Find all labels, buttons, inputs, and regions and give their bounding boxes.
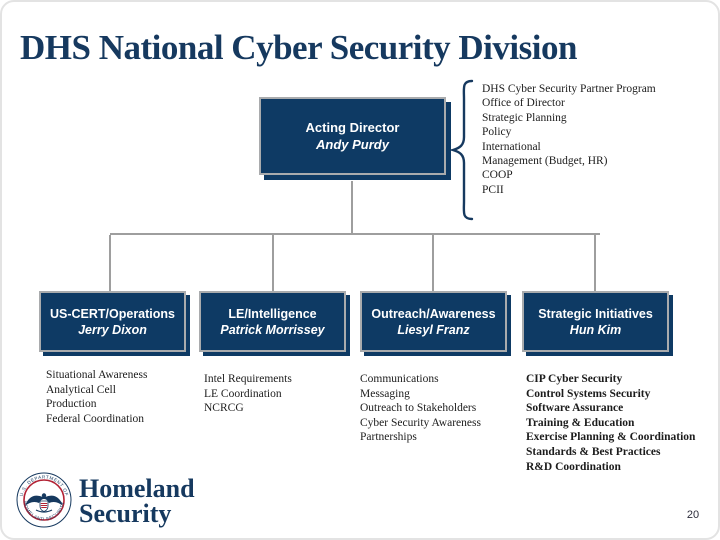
list-item: Outreach to Stakeholders <box>360 402 477 415</box>
connector-drop <box>272 235 274 291</box>
homeland-security-wordmark: Homeland Security <box>79 474 195 528</box>
connector-drop <box>109 235 111 291</box>
list-item: LE Coordination <box>204 387 282 400</box>
org-box-uscert-operations: US-CERT/Operations Jerry Dixon <box>39 291 186 352</box>
list-item: Partnerships <box>360 431 417 444</box>
list-item: International <box>482 140 541 153</box>
org-box-person: Andy Purdy <box>316 137 389 152</box>
org-box-outreach-awareness: Outreach/Awareness Liesyl Franz <box>360 291 507 352</box>
list-item: Strategic Planning <box>482 111 567 124</box>
org-box-title: Acting Director <box>305 120 400 135</box>
list-item: Standards & Best Practices <box>526 445 661 458</box>
list-item: Policy <box>482 126 512 139</box>
list-item: CIP Cyber Security <box>526 373 623 385</box>
connector-drop <box>594 235 596 291</box>
list-item: Analytical Cell <box>46 383 116 396</box>
page-title: DHS National Cyber Security Division <box>20 28 577 67</box>
list-item: Federal Coordination <box>46 412 145 425</box>
list-item: R&D Coordination <box>526 460 621 473</box>
list-item: Situational Awareness <box>46 369 148 381</box>
org-box-person: Hun Kim <box>569 322 622 337</box>
list-item: Control Systems Security <box>526 387 651 400</box>
list-item: Cyber Security Awareness <box>360 416 481 429</box>
org-box-person: Liesyl Franz <box>397 322 470 337</box>
list-item: Communications <box>360 373 439 385</box>
list-item: Intel Requirements <box>204 373 292 385</box>
list-item: COOP <box>482 169 513 182</box>
list-item: Management (Budget, HR) <box>482 155 608 168</box>
list-item: NCRCG <box>204 402 244 415</box>
list-item: DHS Cyber Security Partner Program <box>482 83 656 95</box>
list-item: Messaging <box>360 387 410 400</box>
org-box-acting-director: Acting Director Andy Purdy <box>259 97 446 175</box>
page-number: 20 <box>686 509 700 521</box>
curly-brace <box>448 79 474 221</box>
list-item: Office of Director <box>482 97 565 110</box>
list-item: Exercise Planning & Coordination <box>526 431 696 444</box>
connector-drop <box>432 235 434 291</box>
org-box-person: Jerry Dixon <box>78 322 147 337</box>
list-item: Software Assurance <box>526 402 624 415</box>
wordmark-line1: Homeland <box>79 474 195 503</box>
org-box-title: Outreach/Awareness <box>371 306 496 321</box>
org-box-strategic-initiatives: Strategic Initiatives Hun Kim <box>522 291 669 352</box>
org-box-le-intelligence: LE/Intelligence Patrick Morrissey <box>199 291 346 352</box>
org-box-title: LE/Intelligence <box>228 306 317 321</box>
connector-rail <box>110 233 600 235</box>
dhs-seal-icon: U.S. DEPARTMENT OF HOMELAND SECURITY <box>16 472 72 528</box>
org-box-title: Strategic Initiatives <box>538 306 653 321</box>
list-item: PCII <box>482 183 504 196</box>
org-box-person: Patrick Morrissey <box>220 322 325 337</box>
list-item: Training & Education <box>526 416 635 429</box>
list-item: Production <box>46 398 97 411</box>
wordmark-line2: Security <box>79 499 172 528</box>
connector-stem <box>351 181 353 234</box>
org-box-title: US-CERT/Operations <box>49 306 175 321</box>
